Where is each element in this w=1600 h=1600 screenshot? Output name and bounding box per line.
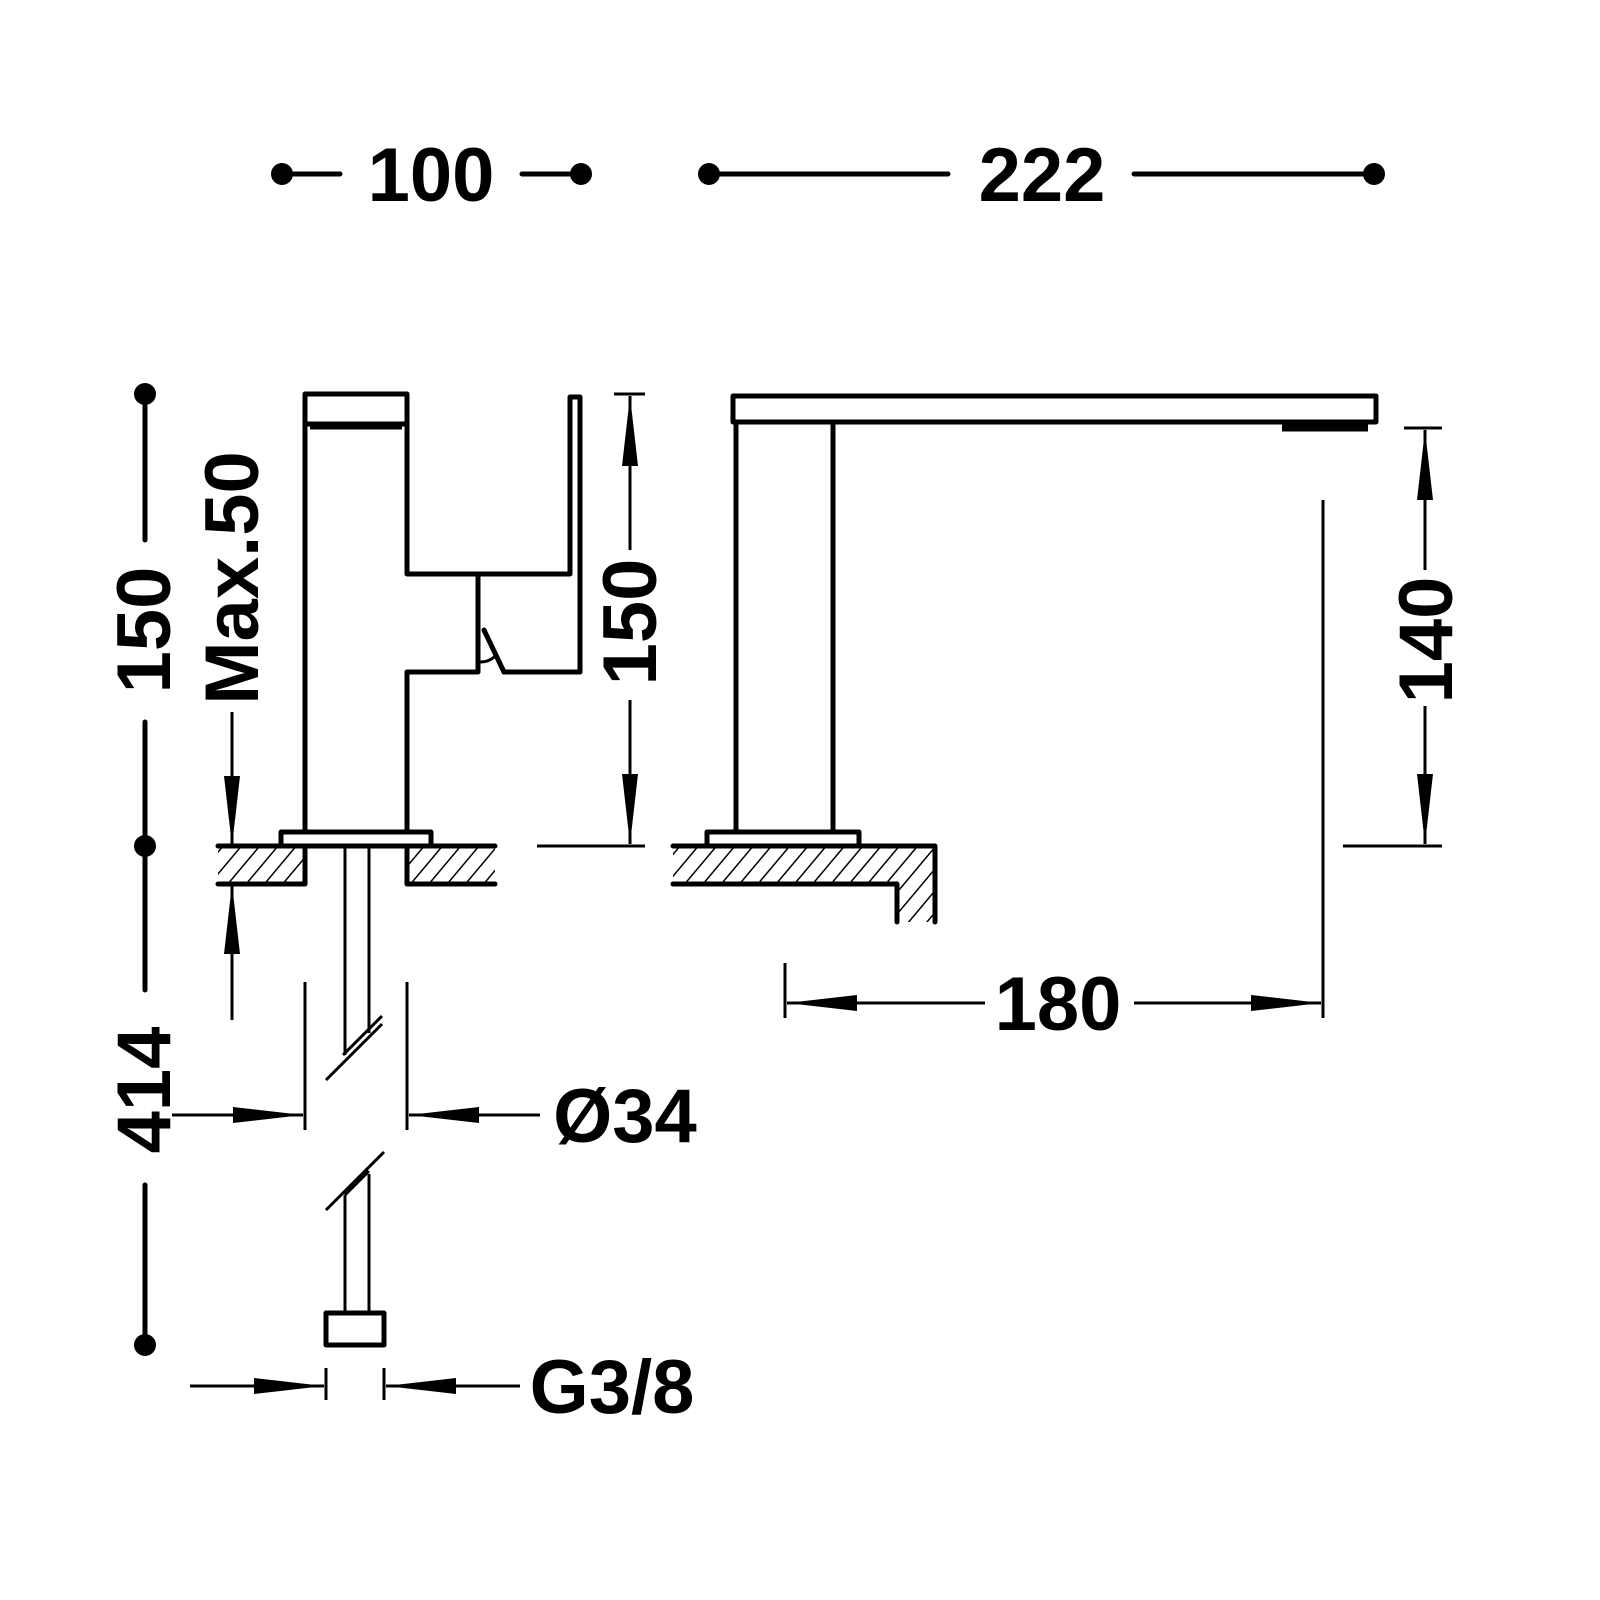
dimension-hole-diameter: Ø34 — [172, 982, 697, 1159]
dimension-front-width: 100 — [271, 133, 592, 218]
dimension-label: 150 — [102, 567, 187, 694]
dimension-label: Ø34 — [553, 1074, 697, 1159]
dimension-label: 140 — [1384, 577, 1469, 704]
dimension-label: 150 — [588, 559, 673, 686]
dimension-label: 180 — [995, 962, 1122, 1047]
dimension-max-counter-thickness: Max.50 — [190, 451, 275, 1020]
dimension-label: 100 — [368, 133, 495, 218]
dimension-label: G3/8 — [530, 1345, 695, 1430]
faucet-front-view — [215, 391, 583, 1348]
dimension-hose-length: 414 — [102, 1027, 187, 1154]
dimension-total-height: 150 — [102, 383, 187, 1356]
connector-fitting — [323, 1310, 387, 1348]
dimension-label: Max.50 — [190, 451, 275, 705]
dimension-spout-reach: 180 — [783, 500, 1325, 1047]
dimension-label: 222 — [979, 133, 1106, 218]
faucet-side-view — [670, 393, 1379, 925]
dimension-connection-thread: G3/8 — [190, 1345, 694, 1430]
dimension-handle-height: 150 — [537, 392, 673, 848]
dimension-spout-height: 140 — [1343, 426, 1469, 848]
dimension-label: 414 — [102, 1027, 187, 1154]
dimension-side-length: 222 — [698, 133, 1385, 218]
